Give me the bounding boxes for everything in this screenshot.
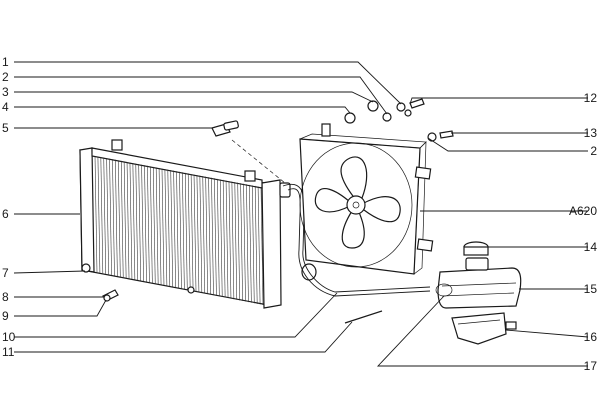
bolt-part-12 [409,98,425,109]
callout-2-right: 2 [590,144,597,158]
clip-part-5 [211,120,239,137]
expansion-tank [435,241,522,309]
callout-4: 4 [2,100,9,114]
radiator-top-bracket [244,170,256,182]
callout-1: 1 [2,55,9,69]
fan-hub [346,195,366,215]
callout-labels: 1 2 3 4 5 6 7 8 9 10 11 12 13 2 A620 14 … [2,55,597,373]
nut-part-1 [396,102,406,112]
callout-17: 17 [584,359,598,373]
washer-part-2 [382,112,392,122]
callout-3: 3 [2,85,9,99]
callout-a620: A620 [569,204,597,218]
callout-2: 2 [2,70,9,84]
bushing-part-4 [344,112,356,124]
callout-7: 7 [2,266,9,280]
coolant-hose [282,184,431,297]
radiator [79,139,317,309]
callout-13: 13 [584,126,598,140]
bolt-part-13 [439,130,454,139]
callout-8: 8 [2,290,9,304]
callout-14: 14 [584,240,598,254]
cable-tie-part-11 [344,310,383,324]
callout-12: 12 [584,91,598,105]
fasteners [102,98,454,324]
callout-10: 10 [2,330,16,344]
callout-16: 16 [584,330,598,344]
radiator-core-fins [94,155,264,306]
radiator-top-bracket [111,139,123,151]
fan-shroud-assembly [299,123,434,275]
leader-lines [13,61,589,367]
callout-11: 11 [2,345,15,359]
fan-blades [314,156,401,249]
callout-9: 9 [2,309,9,323]
callout-15: 15 [584,282,598,296]
tank-bracket [451,312,517,345]
callout-5: 5 [2,121,9,135]
callout-6: 6 [2,207,9,221]
washer-part-3 [367,100,379,112]
